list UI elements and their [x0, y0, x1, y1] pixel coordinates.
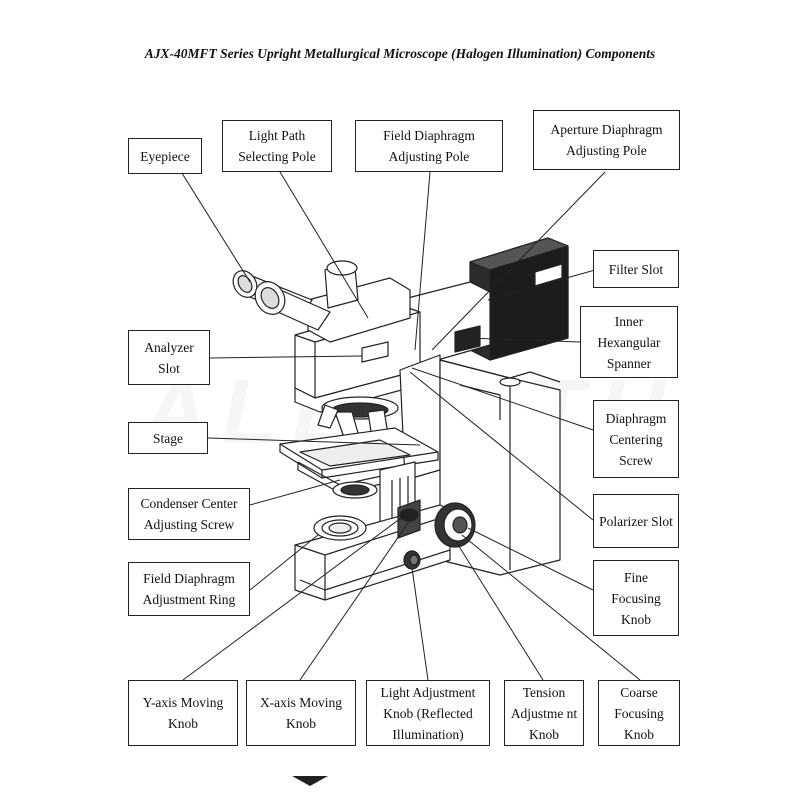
label-light-adjustment-knob: Light Adjustment Knob (Reflected Illumin…: [366, 680, 490, 746]
label-field-diaphragm-adjustment-ring: Field Diaphragm Adjustment Ring: [128, 562, 250, 616]
diagram-title: AJX-40MFT Series Upright Metallurgical M…: [144, 46, 656, 61]
label-filter-slot: Filter Slot: [593, 250, 679, 288]
label-x-axis-moving-knob: X-axis Moving Knob: [246, 680, 356, 746]
eyepiece-tubes: [232, 270, 331, 331]
label-eyepiece: Eyepiece: [128, 138, 202, 174]
label-polarizer-slot: Polarizer Slot: [593, 494, 679, 548]
label-light-path-selecting-pole: Light Path Selecting Pole: [222, 120, 332, 172]
label-analyzer-slot: Analyzer Slot: [128, 330, 210, 385]
label-y-axis-moving-knob: Y-axis Moving Knob: [128, 680, 238, 746]
label-tension-adjustment-knob: Tension Adjustme nt Knob: [504, 680, 584, 746]
label-diaphragm-centering-screw: Diaphragm Centering Screw: [593, 400, 679, 478]
light-knob: [403, 550, 421, 570]
label-stage: Stage: [128, 422, 208, 454]
label-inner-hexangular-spanner: Inner Hexangular Spanner: [580, 306, 678, 378]
label-coarse-focusing-knob: Coarse Focusing Knob: [598, 680, 680, 746]
scroll-down-arrow: [292, 776, 328, 786]
label-aperture-diaphragm-adjusting-pole: Aperture Diaphragm Adjusting Pole: [533, 110, 680, 170]
coarse-fine-knob: [434, 502, 476, 548]
body-column: [399, 354, 441, 481]
label-fine-focusing-knob: Fine Focusing Knob: [593, 560, 679, 636]
label-field-diaphragm-adjusting-pole: Field Diaphragm Adjusting Pole: [355, 120, 503, 172]
label-condenser-center-adjusting-screw: Condenser Center Adjusting Screw: [128, 488, 250, 540]
